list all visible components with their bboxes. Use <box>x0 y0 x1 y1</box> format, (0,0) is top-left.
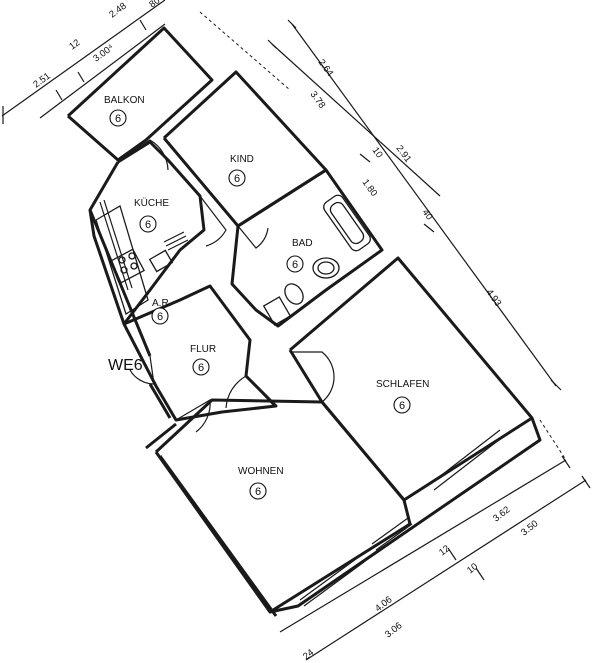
room-schlafen-number: 6 <box>399 400 405 412</box>
room-schlafen-circle <box>393 396 411 414</box>
dim-top-right-6: 40 <box>420 207 435 222</box>
room-kueche: KÜCHE 6 <box>134 197 169 233</box>
room-kind-name: KIND <box>230 154 254 165</box>
dim-bottom-right-5: 4.06 <box>373 594 394 614</box>
room-kind-circle <box>228 169 246 187</box>
room-kueche-name: KÜCHE <box>134 197 169 209</box>
walls <box>66 26 542 617</box>
room-flur-number: 6 <box>198 362 204 374</box>
dim-top-right-4: 2.91 <box>394 143 414 164</box>
dim-top-left-3: 2.48 <box>107 1 128 21</box>
dim-top-left-5: 80 <box>147 0 162 10</box>
room-flur-name: FLUR <box>190 344 216 355</box>
room-schlafen-name: SCHLAFEN <box>376 379 429 390</box>
dim-top-right-3: 10 <box>370 145 385 160</box>
windows <box>99 199 505 607</box>
room-kueche-circle <box>139 215 157 233</box>
room-ar-circle <box>151 307 169 325</box>
room-balkon: BALKON 6 <box>104 95 145 127</box>
dim-bottom-right-7: 24 <box>301 647 316 662</box>
dim-top-right-5: 1.80 <box>360 177 380 198</box>
dim-top-right-2: 3.78 <box>308 89 328 110</box>
dim-top-left-2: 12 <box>67 37 82 52</box>
room-bad: BAD 6 <box>286 238 313 273</box>
dim-bottom-right-3: 12 <box>437 543 452 558</box>
dim-top-right-1: 2.64 <box>316 57 336 78</box>
room-schlafen: SCHLAFEN 6 <box>376 379 429 414</box>
room-wohnen: WOHNEN 6 <box>238 466 284 500</box>
room-bad-circle <box>286 255 304 273</box>
room-wohnen-name: WOHNEN <box>238 466 284 477</box>
room-ar-name: A.R. <box>152 298 171 309</box>
dim-bottom-right-1: 3.62 <box>491 504 512 524</box>
room-flur-circle <box>192 358 210 376</box>
room-balkon-number: 6 <box>115 113 121 125</box>
room-flur: FLUR 6 <box>190 344 216 376</box>
room-bad-number: 6 <box>292 259 298 271</box>
room-kind: KIND 6 <box>228 154 254 187</box>
door-swings <box>119 139 335 433</box>
room-wohnen-number: 6 <box>255 486 261 498</box>
room-ar-number: 6 <box>157 311 163 323</box>
room-balkon-name: BALKON <box>104 95 145 106</box>
room-kind-number: 6 <box>234 173 240 185</box>
room-labels: BALKON 6 KIND 6 KÜCHE 6 BAD 6 A.R. 6 FLU… <box>104 95 429 500</box>
room-kueche-number: 6 <box>145 219 151 231</box>
unit-label: WE6 <box>108 357 143 374</box>
room-ar: A.R. 6 <box>151 298 171 325</box>
dim-top-right-7: 4.93 <box>484 287 504 308</box>
dim-bottom-right-6: 3.06 <box>383 620 404 640</box>
room-balkon-circle <box>109 109 127 127</box>
room-bad-name: BAD <box>292 238 313 249</box>
room-wohnen-circle <box>249 482 267 500</box>
dim-bottom-right-4: 10 <box>465 561 480 576</box>
fixtures <box>95 194 371 326</box>
dim-top-left-4: 3.00⁴ <box>91 42 116 64</box>
